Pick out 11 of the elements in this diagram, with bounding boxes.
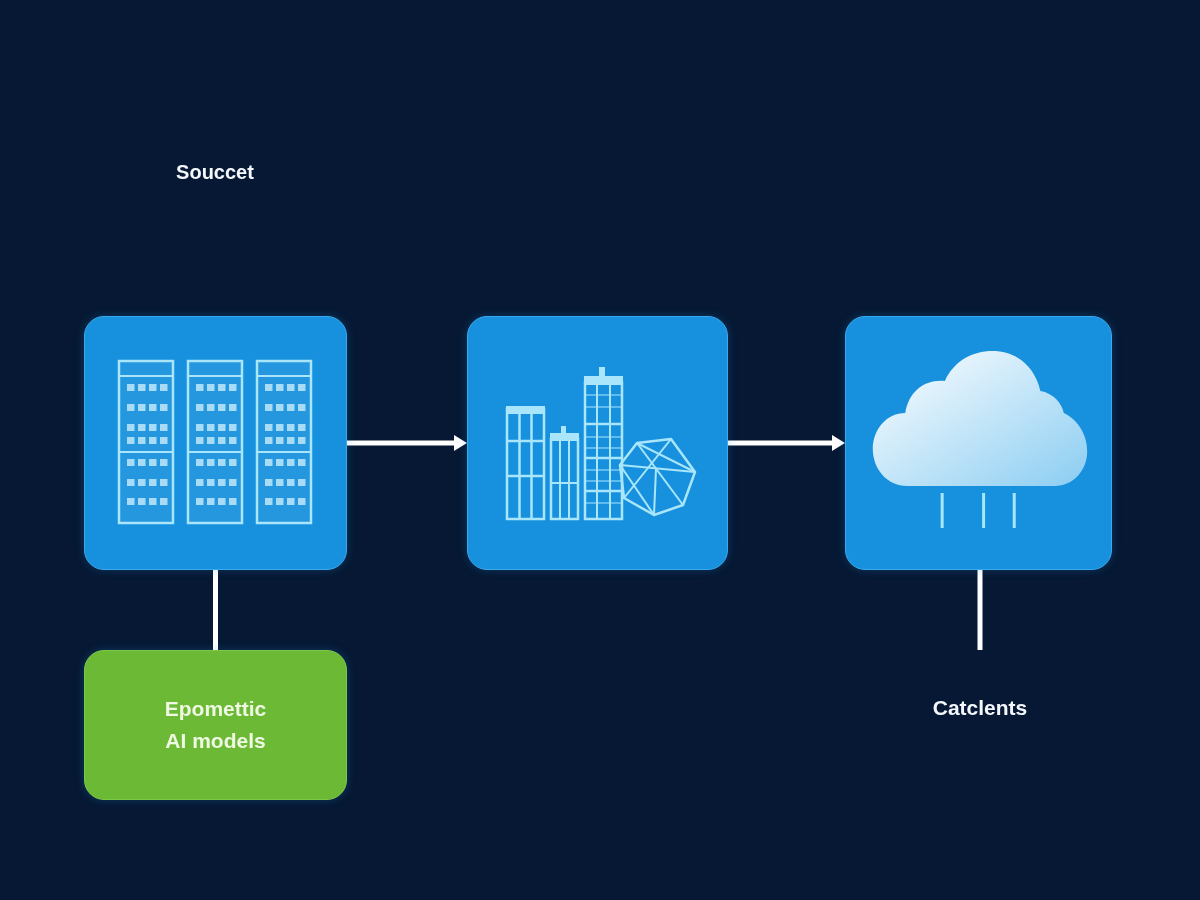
connector-line [213,570,218,650]
process-box [845,316,1112,570]
arrow [728,435,845,451]
section-heading: Souccet [175,161,255,184]
node-label: Catclents [932,695,1028,721]
process-box [467,316,728,570]
arrow [347,435,467,451]
node-text: Epomettic AI models [163,696,268,754]
process-box [84,650,347,800]
process-box [84,316,347,570]
connector-line [977,570,983,650]
